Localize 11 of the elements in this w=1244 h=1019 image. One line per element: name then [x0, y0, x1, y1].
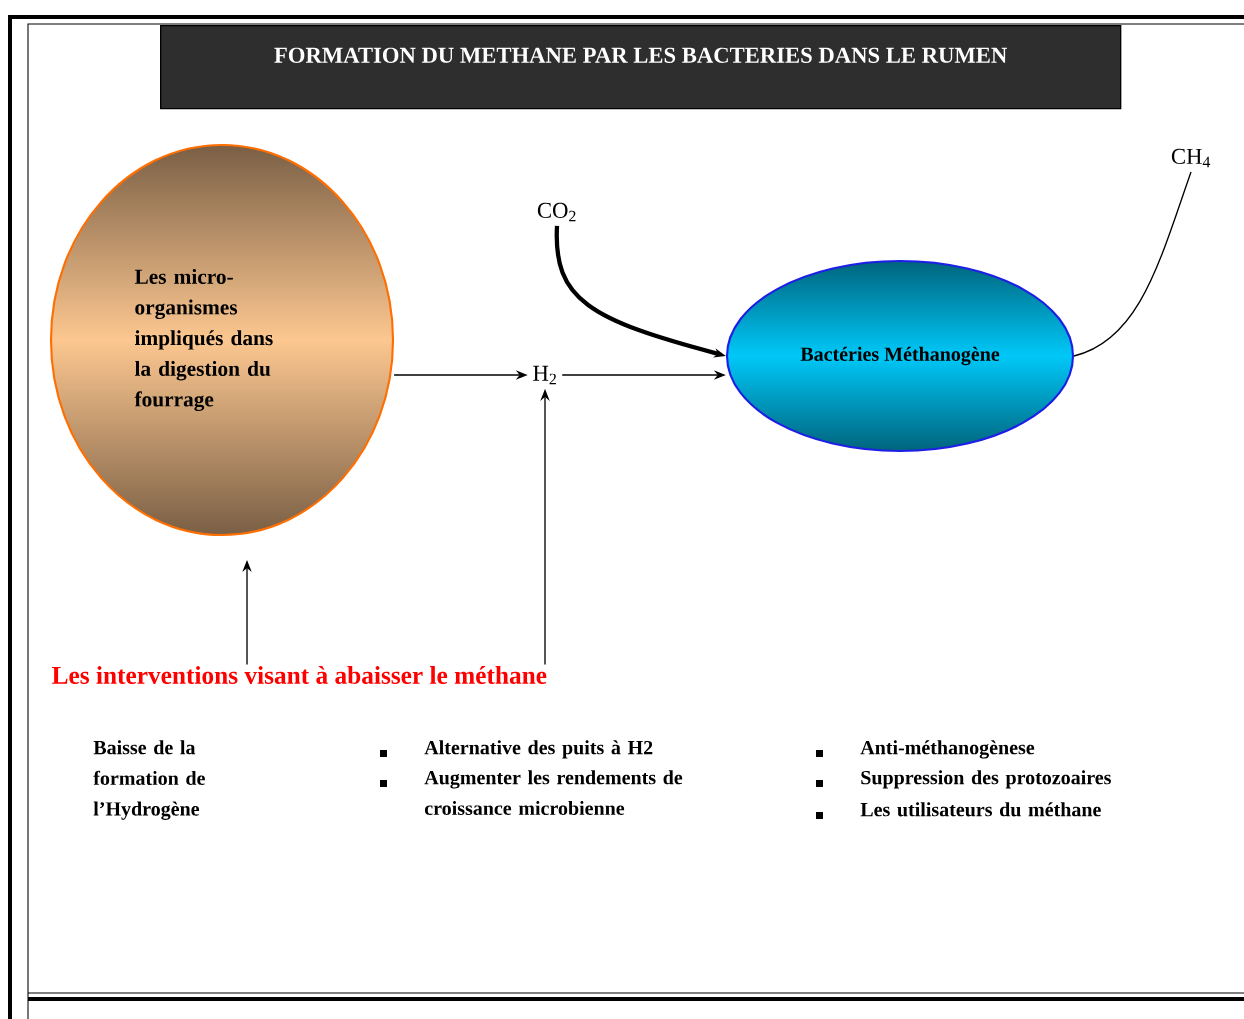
formula-label: CO$_{2}$	[537, 202, 576, 222]
formula-label: CH$_{4}$	[1171, 148, 1211, 168]
formula-label: H$_{2}$	[533, 365, 556, 385]
intervention-text: Augmenter les rendements de croissance microbienne	[424, 770, 683, 815]
intervention-text: Alternative des puits à H2	[424, 740, 653, 759]
title-banner: FORMATION DU METHANE PAR LES BACTERIES DANS LE RUMEN	[160, 25, 1122, 110]
intervention-heading: Les interventions visant à abaisser le méthane	[52, 666, 547, 684]
intervention-text: Suppression des protozoaires	[861, 770, 1111, 789]
intervention-text: Baisse de la formation de l’Hydrogène	[93, 740, 205, 820]
intervention-text: Anti-méthanogènese	[860, 740, 1035, 759]
intervention-text: Les utilisateurs du méthane	[860, 802, 1101, 817]
